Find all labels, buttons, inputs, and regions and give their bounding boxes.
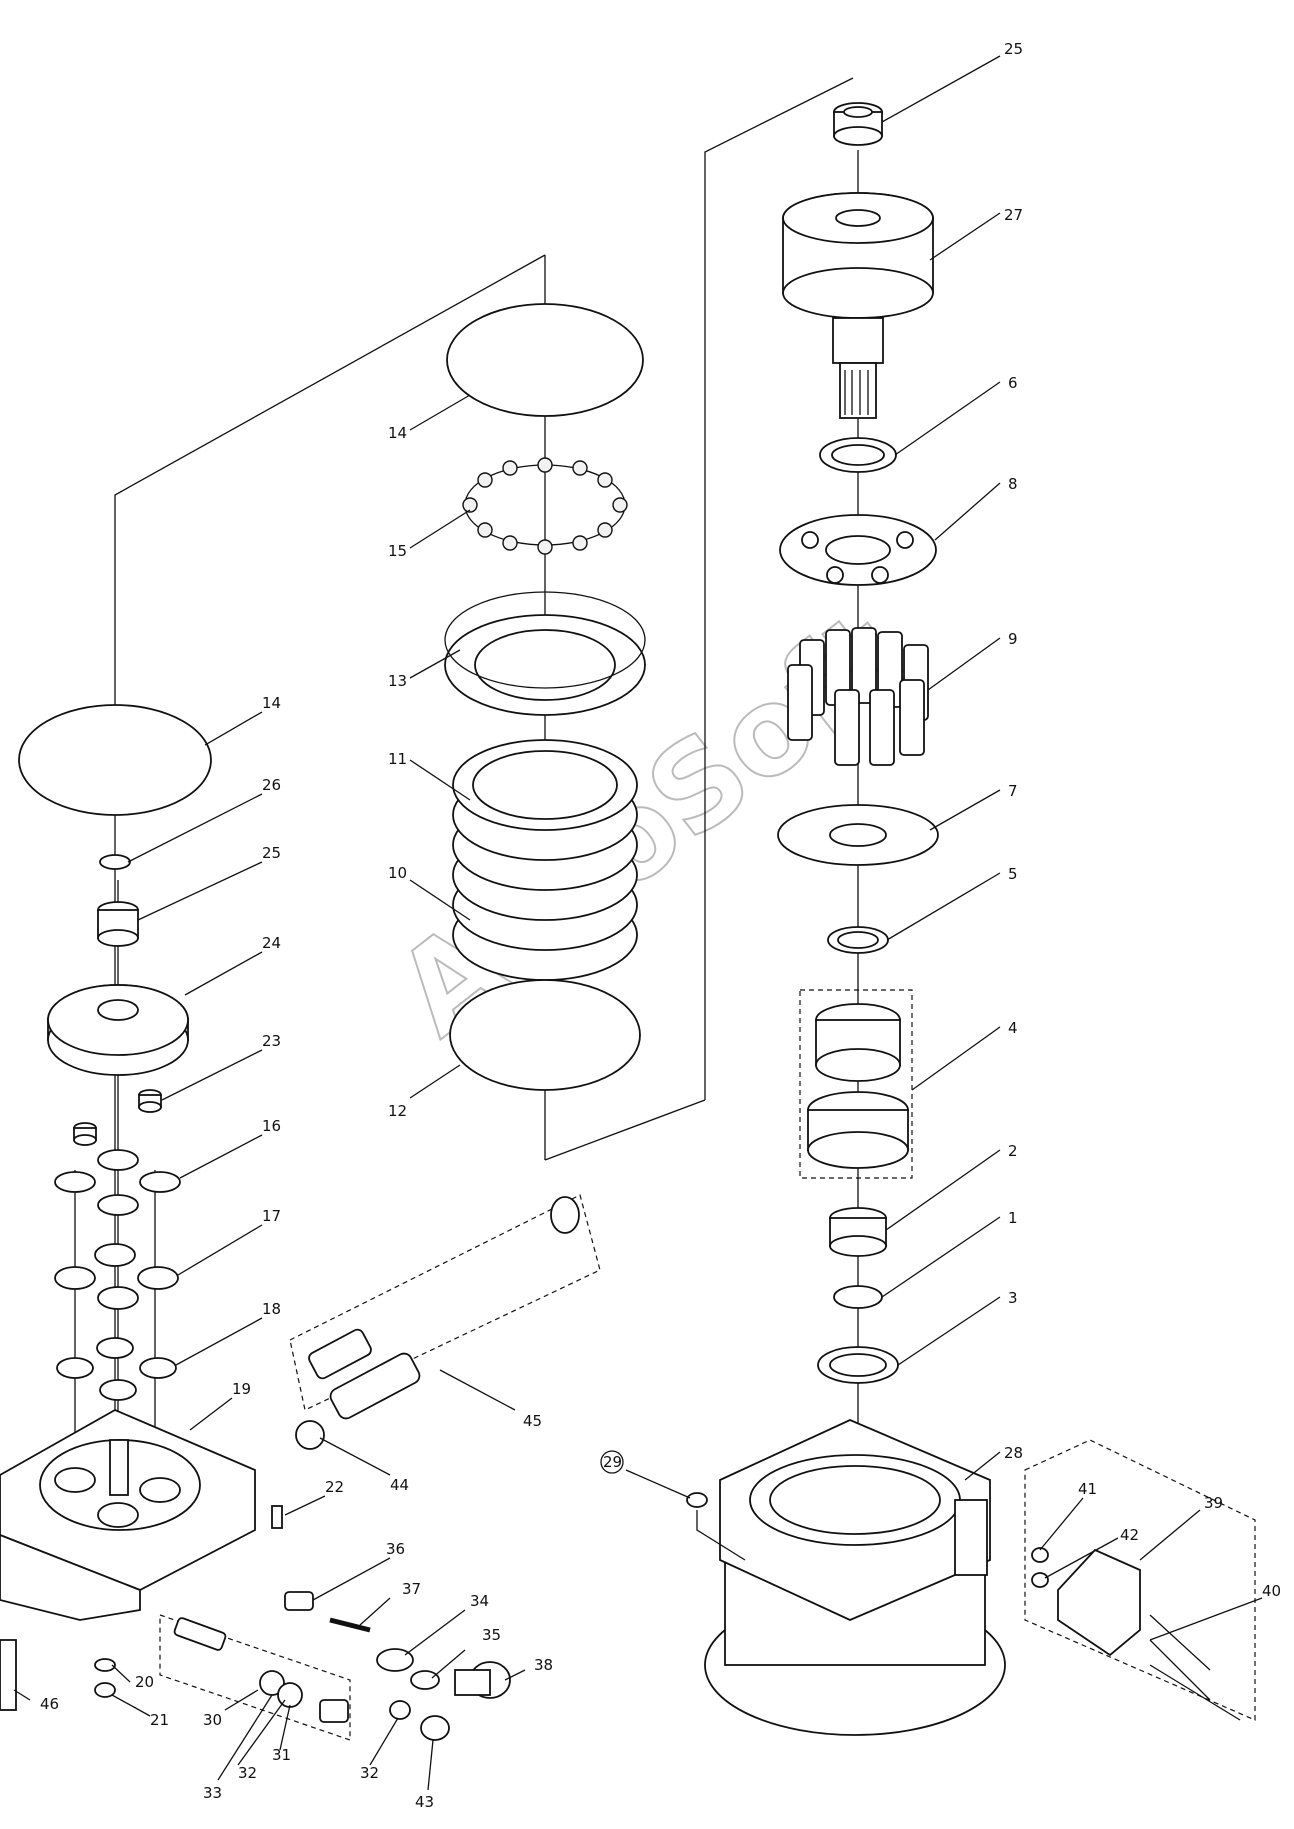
callout-42: 42 (1120, 1526, 1139, 1544)
callout-28: 28 (1004, 1444, 1023, 1462)
part-30-valve-group (159, 1614, 351, 1741)
callout-27: 27 (1004, 206, 1023, 224)
callout-14-top: 14 (388, 424, 407, 442)
part-1-snap-ring (833, 1285, 883, 1309)
callout-circle-29 (600, 1450, 624, 1474)
part-5-collar (827, 926, 889, 954)
callout-37: 37 (402, 1580, 421, 1598)
part-14-oring-top (446, 303, 644, 417)
part-19-motor-casing (0, 1408, 256, 1621)
callout-38: 38 (534, 1656, 553, 1674)
callout-25-top: 25 (1004, 40, 1023, 58)
part-25-bearing-top (833, 102, 883, 146)
part-37-pin (329, 1617, 371, 1633)
part-39-valve-block-group (1024, 1439, 1256, 1721)
callout-12: 12 (388, 1102, 407, 1120)
callout-35: 35 (482, 1626, 501, 1644)
part-43-plug (420, 1715, 450, 1741)
callout-13: 13 (388, 672, 407, 690)
callout-30: 30 (203, 1711, 222, 1729)
callout-6: 6 (1008, 374, 1018, 392)
part-18-rings (56, 1337, 177, 1401)
part-13-brake-piston (444, 591, 646, 716)
part-7-swash-plate (777, 804, 939, 866)
part-26-snap-ring (99, 854, 131, 870)
callout-40: 40 (1262, 1582, 1281, 1600)
callout-33: 33 (203, 1784, 222, 1802)
part-22-pin (271, 1505, 283, 1529)
part-17-rings (54, 1243, 179, 1310)
part-27-cylinder-block (782, 192, 934, 419)
callout-46: 46 (40, 1695, 59, 1713)
part-2-bushing (829, 1207, 887, 1257)
callout-43: 43 (415, 1793, 434, 1811)
callout-32-left: 32 (238, 1764, 257, 1782)
callout-26: 26 (262, 776, 281, 794)
part-8-retainer-plate (779, 514, 937, 586)
callout-23: 23 (262, 1032, 281, 1050)
callout-39: 39 (1204, 1494, 1223, 1512)
callout-17: 17 (262, 1207, 281, 1225)
part-12-oring-lower (449, 979, 641, 1091)
callout-3: 3 (1008, 1289, 1018, 1307)
callout-1: 1 (1008, 1209, 1018, 1227)
callout-9: 9 (1008, 630, 1018, 648)
callout-36: 36 (386, 1540, 405, 1558)
part-46-bolt (0, 1639, 17, 1711)
part-36-plug (284, 1591, 314, 1611)
callout-14-left: 14 (262, 694, 281, 712)
callout-16: 16 (262, 1117, 281, 1135)
part-6-spacer (819, 437, 897, 473)
callout-34: 34 (470, 1592, 489, 1610)
part-28-housing (704, 1419, 1006, 1736)
callout-15: 15 (388, 542, 407, 560)
callout-29: 29 (603, 1453, 622, 1471)
part-20-21-plugs (94, 1658, 116, 1698)
callout-labels: 25 27 6 8 9 7 5 4 2 1 3 28 29 41 42 39 4… (40, 40, 1281, 1811)
callout-8: 8 (1008, 475, 1018, 493)
part-45-relief-valve-group (289, 1194, 601, 1450)
callout-44: 44 (390, 1476, 409, 1494)
callout-19: 19 (232, 1380, 251, 1398)
callout-18: 18 (262, 1300, 281, 1318)
part-35-oring (410, 1670, 440, 1690)
callout-21: 21 (150, 1711, 169, 1729)
callout-5: 5 (1008, 865, 1018, 883)
part-3-oil-seal (817, 1346, 899, 1384)
part-32-oring (389, 1700, 411, 1720)
callout-31: 31 (272, 1746, 291, 1764)
callout-2: 2 (1008, 1142, 1018, 1160)
part-23-pins (73, 1089, 162, 1146)
callout-11: 11 (388, 750, 407, 768)
callout-32-mid: 32 (360, 1764, 379, 1782)
callout-41: 41 (1078, 1480, 1097, 1498)
callout-22: 22 (325, 1478, 344, 1496)
part-14-oring-left (18, 704, 212, 816)
part-4-bearing-group (799, 989, 913, 1179)
callout-45: 45 (523, 1412, 542, 1430)
part-29-plug (686, 1492, 746, 1561)
part-38-plug (454, 1661, 511, 1699)
part-16-seals (54, 1149, 181, 1216)
part-24-valve-plate (47, 984, 189, 1076)
part-34-oring (376, 1648, 414, 1672)
callout-25-left: 25 (262, 844, 281, 862)
callout-10: 10 (388, 864, 407, 882)
callout-24: 24 (262, 934, 281, 952)
part-15-springs (462, 457, 628, 555)
leader-lines (13, 55, 1263, 1791)
callout-20: 20 (135, 1673, 154, 1691)
part-9-pistons (787, 627, 929, 766)
callout-7: 7 (1008, 782, 1018, 800)
part-25-bushing-left (97, 901, 139, 947)
callout-4: 4 (1008, 1019, 1018, 1037)
part-11-friction-plates (452, 739, 638, 981)
